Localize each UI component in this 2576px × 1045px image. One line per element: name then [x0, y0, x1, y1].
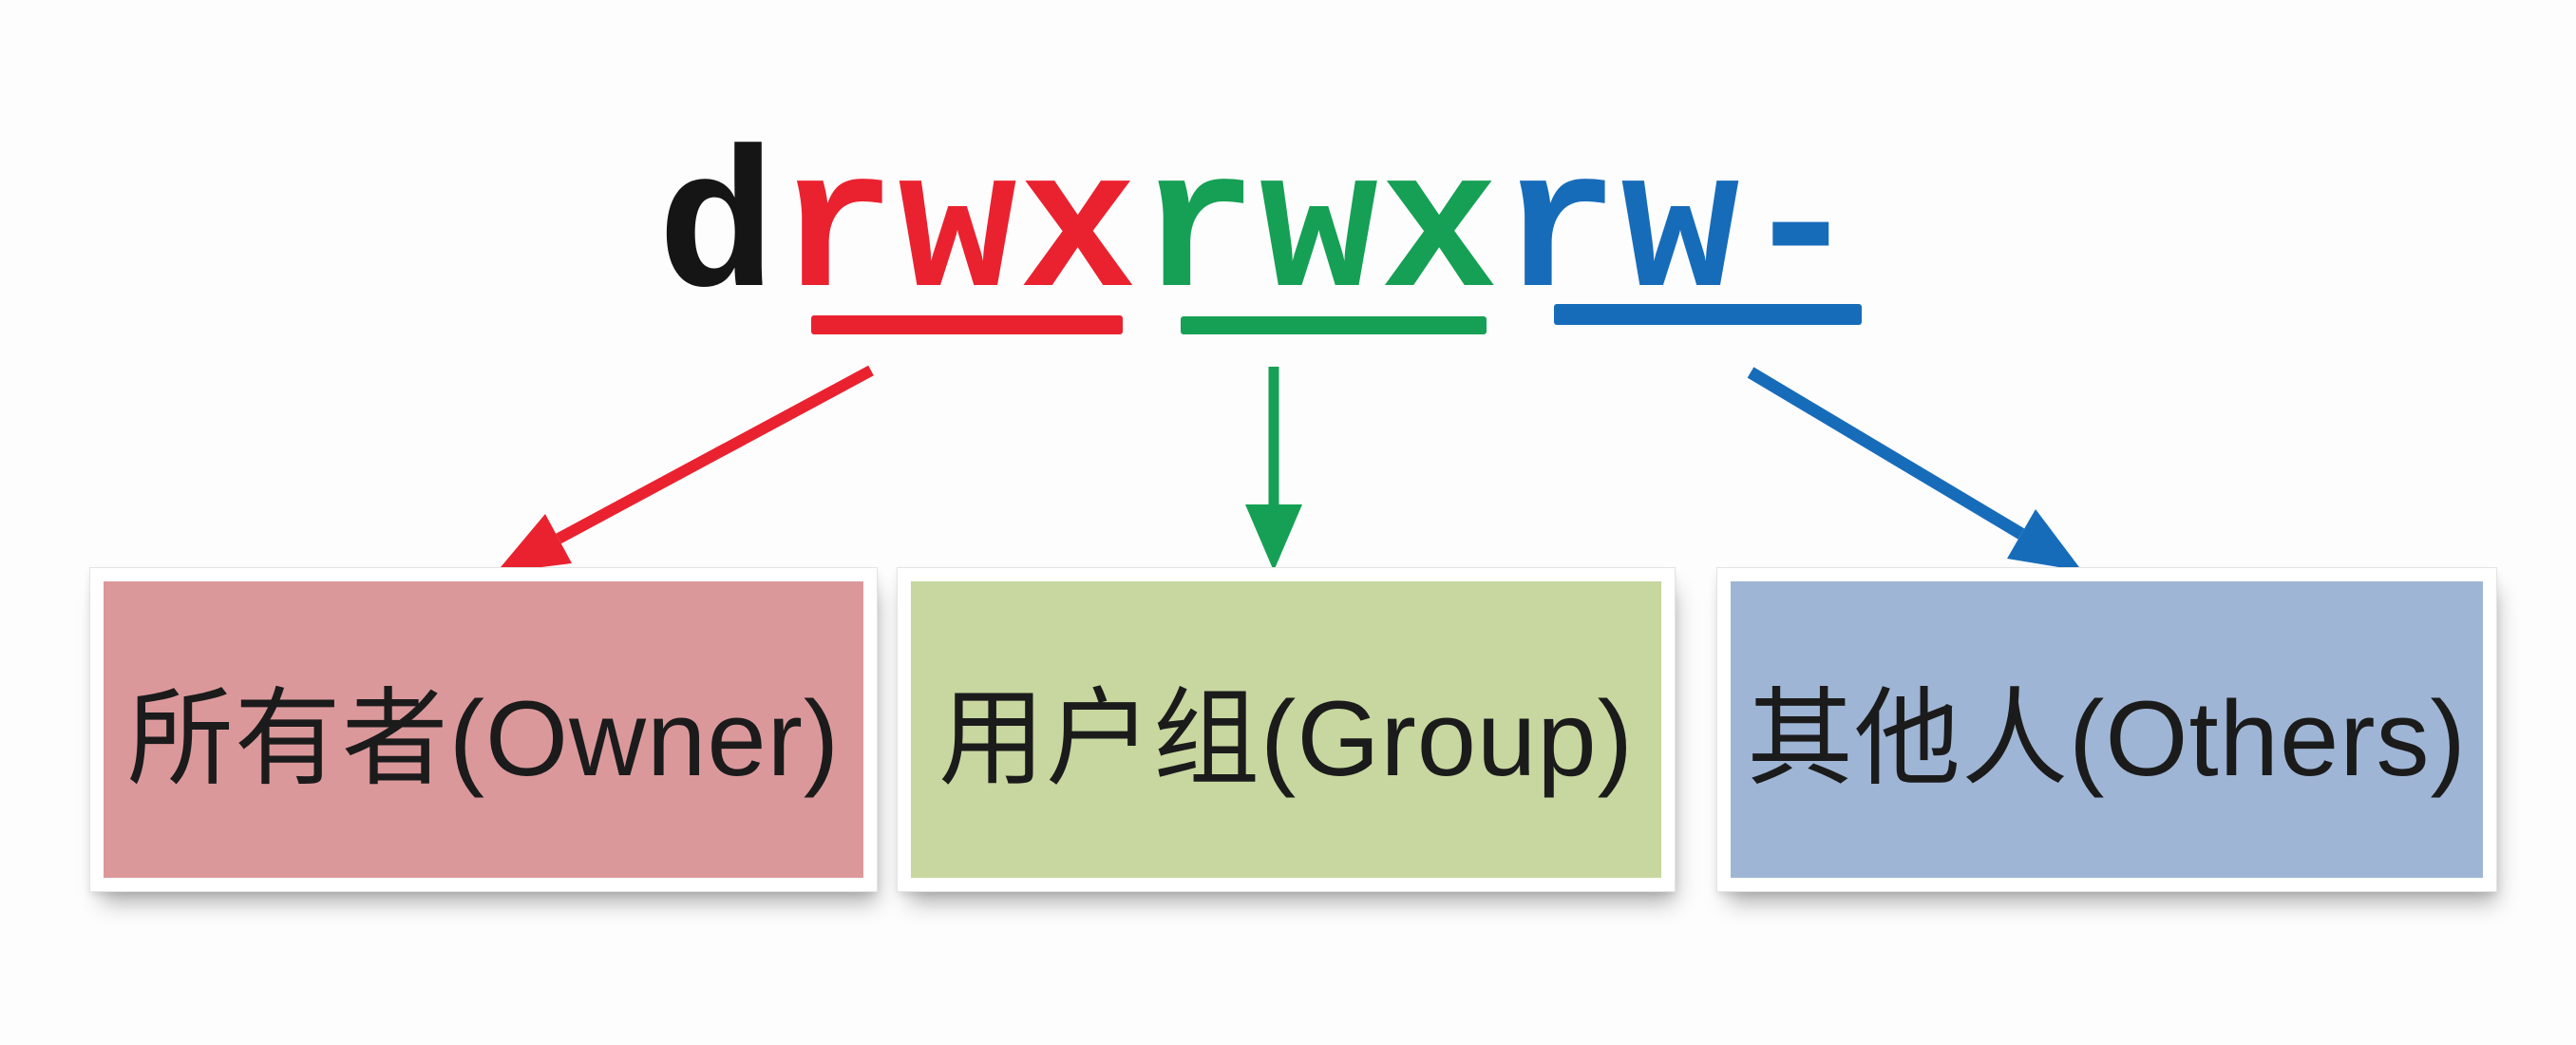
others-box-label: 其他人(Others) — [1747, 679, 2467, 798]
group-underline-bar — [1181, 316, 1487, 334]
owner-arrowhead-icon — [496, 514, 572, 573]
owner-box-label: 所有者(Owner) — [126, 679, 841, 798]
owner-underline-bar — [811, 315, 1123, 334]
others-underline-bar — [1554, 304, 1862, 325]
permission-string-title: drwxrwxrw- — [657, 135, 1862, 332]
group-box: 用户组(Group) — [897, 567, 1676, 892]
permission-group-chars: rwx — [1139, 122, 1501, 345]
group-box-label: 用户组(Group) — [938, 679, 1634, 798]
owner-arrow — [496, 365, 874, 573]
permission-others-chars: rw- — [1500, 122, 1863, 345]
group-arrow — [1245, 367, 1302, 571]
others-arrowhead-icon — [2007, 509, 2082, 571]
group-arrowhead-icon — [1245, 504, 1302, 571]
others-box: 其他人(Others) — [1716, 567, 2497, 892]
permission-owner-chars: rwx — [777, 122, 1140, 345]
others-arrow — [1747, 367, 2082, 571]
owner-box: 所有者(Owner) — [89, 567, 878, 892]
permission-filetype-char: d — [657, 122, 778, 345]
